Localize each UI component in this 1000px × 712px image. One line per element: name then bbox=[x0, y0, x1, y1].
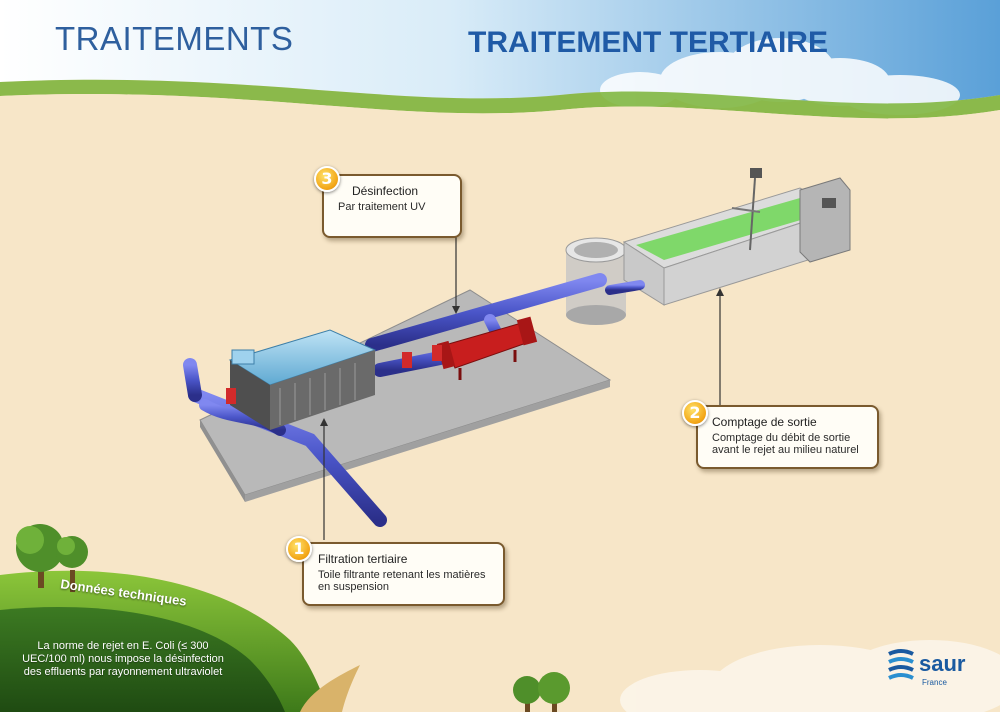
tree-3 bbox=[513, 672, 570, 712]
step-badge-2: 2 bbox=[682, 400, 708, 426]
disc-filter bbox=[228, 329, 377, 430]
callout-title: Filtration tertiaire bbox=[318, 552, 408, 566]
technical-data-text: La norme de rejet en E. Coli (≤ 300 UEC/… bbox=[22, 640, 224, 678]
tree-2 bbox=[56, 536, 88, 592]
saur-logo: saur France bbox=[885, 648, 985, 688]
logo-name: saur bbox=[919, 651, 966, 676]
callout-text: Par traitement UV bbox=[338, 201, 426, 213]
callout-title: Comptage de sortie bbox=[712, 415, 817, 429]
logo-country: France bbox=[922, 678, 947, 687]
valves bbox=[226, 345, 442, 404]
road bbox=[300, 665, 360, 712]
callout-text: Toile filtrante retenant les matières en… bbox=[318, 569, 486, 593]
callout-tertiary-filtration: Filtration tertiaire Toile filtrante ret… bbox=[302, 542, 505, 606]
callout-text: Comptage du débit de sortie avant le rej… bbox=[712, 432, 859, 456]
saur-logo-icon bbox=[888, 649, 914, 680]
tree-1 bbox=[16, 524, 64, 588]
callout-output-metering: Comptage de sortie Comptage du débit de … bbox=[696, 405, 879, 469]
step-badge-1: 1 bbox=[286, 536, 312, 562]
counting-channel bbox=[622, 168, 851, 306]
section-title: TRAITEMENTS bbox=[55, 20, 294, 57]
callout-disinfection: Désinfection Par traitement UV bbox=[322, 174, 462, 238]
callout-title: Désinfection bbox=[352, 184, 419, 198]
page-title: TRAITEMENT TERTIAIRE bbox=[468, 26, 828, 59]
step-badge-3: 3 bbox=[314, 166, 340, 192]
bottom-clouds bbox=[620, 640, 1000, 712]
